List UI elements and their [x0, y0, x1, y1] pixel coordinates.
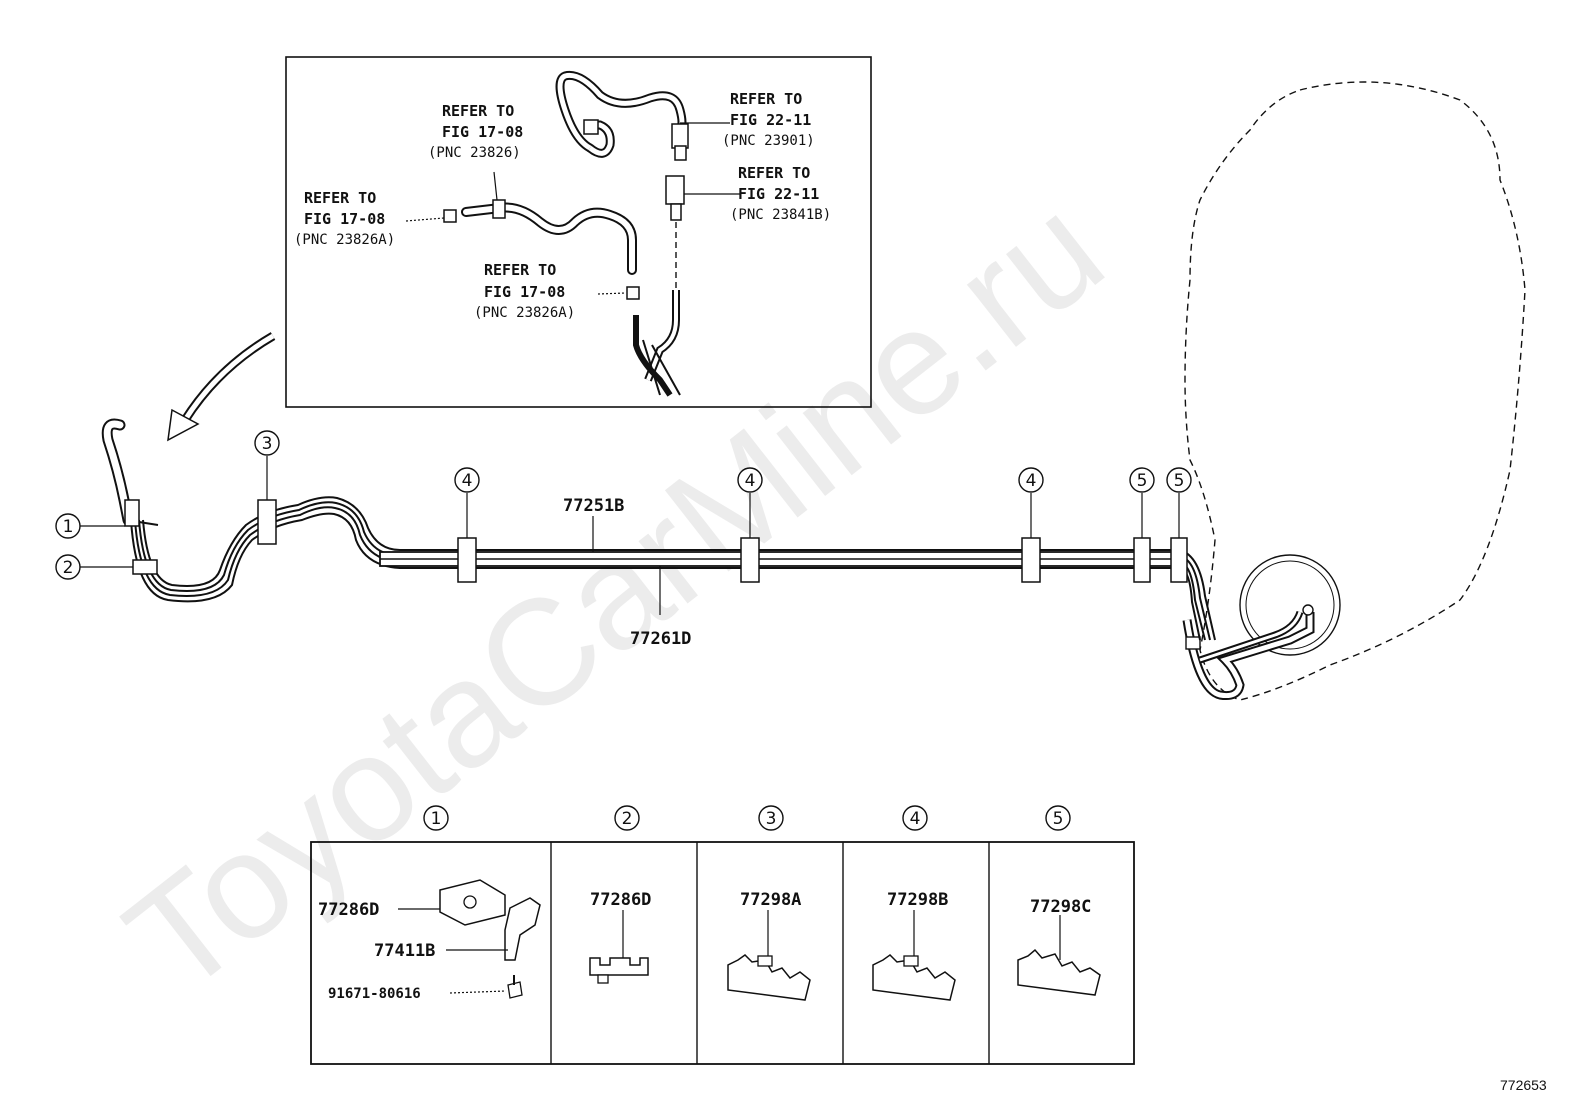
- svg-text:3: 3: [766, 809, 777, 829]
- part-77298a: 77298A: [740, 890, 801, 910]
- part-77286d-b: 77286D: [590, 890, 651, 910]
- callout-5b: 5: [1166, 467, 1192, 493]
- legend-table: 1 2 3 4 5 77286D 77411B 91671-80616: [310, 805, 1135, 1065]
- callout-1: 1: [55, 513, 81, 539]
- part-77286d-a: 77286D: [318, 900, 379, 920]
- ref-23826a-left-line3: (PNC 23826A): [294, 232, 395, 248]
- legend-cell-4: 77298B: [872, 890, 956, 1001]
- ref-23826a-bottom-line2: FIG 17-08: [484, 283, 565, 301]
- callout-2: 2: [55, 554, 81, 580]
- svg-text:3: 3: [262, 434, 273, 454]
- legend-header-2: 2: [614, 805, 640, 831]
- ref-23901-line1: REFER TO: [730, 90, 802, 108]
- callout-5a: 5: [1129, 467, 1155, 493]
- legend-header-4: 4: [902, 805, 928, 831]
- part-91671-80616: 91671-80616: [328, 986, 421, 1002]
- pipe-label-77261d: 77261D: [630, 629, 691, 649]
- ref-23826a-left-line2: FIG 17-08: [304, 210, 385, 228]
- legend-cell-1: 77286D 77411B 91671-80616: [318, 879, 541, 1002]
- figure-code: 772653: [1500, 1077, 1547, 1093]
- fuel-tank-outline: [1184, 81, 1526, 701]
- callout-4c: 4: [1018, 467, 1044, 493]
- legend-cell-5: 77298C: [1017, 897, 1101, 996]
- ref-23826a-bottom-line1: REFER TO: [484, 261, 556, 279]
- ref-23826a-left-line1: REFER TO: [304, 189, 376, 207]
- svg-text:2: 2: [622, 809, 633, 829]
- callout-4a: 4: [454, 467, 480, 493]
- fuel-pump-assembly: [1182, 554, 1341, 700]
- svg-text:4: 4: [745, 471, 756, 491]
- legend-cell-3: 77298A: [727, 890, 811, 1001]
- ref-23826-line2: FIG 17-08: [442, 123, 523, 141]
- callout-4b: 4: [737, 467, 763, 493]
- svg-text:1: 1: [63, 517, 74, 537]
- main-fuel-pipe: [80, 418, 1216, 641]
- ref-23826-line3: (PNC 23826): [428, 145, 521, 161]
- ref-23901-line2: FIG 22-11: [730, 111, 811, 129]
- ref-23901-line3: (PNC 23901): [722, 133, 815, 149]
- legend-header-1: 1: [423, 805, 449, 831]
- pipe-label-77251b: 77251B: [563, 496, 624, 516]
- legend-header-3: 3: [758, 805, 784, 831]
- legend-header-5: 5: [1045, 805, 1071, 831]
- svg-text:4: 4: [910, 809, 921, 829]
- ref-23826-line1: REFER TO: [442, 102, 514, 120]
- detail-arrow-icon: [167, 332, 276, 442]
- svg-text:5: 5: [1137, 471, 1148, 491]
- svg-text:5: 5: [1053, 809, 1064, 829]
- ref-23841b-line2: FIG 22-11: [738, 185, 819, 203]
- ref-23841b-line3: (PNC 23841B): [730, 207, 831, 223]
- svg-text:1: 1: [431, 809, 442, 829]
- detail-inset: REFER TO FIG 17-08 (PNC 23826) REFER TO …: [285, 56, 872, 408]
- svg-text:4: 4: [462, 471, 473, 491]
- ref-23841b-line1: REFER TO: [738, 164, 810, 182]
- legend-cell-2: 77286D: [589, 890, 651, 984]
- svg-text:4: 4: [1026, 471, 1037, 491]
- part-77411b: 77411B: [374, 941, 435, 961]
- svg-text:5: 5: [1174, 471, 1185, 491]
- callout-3: 3: [254, 430, 280, 456]
- part-77298c: 77298C: [1030, 897, 1091, 917]
- ref-23826a-bottom-line3: (PNC 23826A): [474, 305, 575, 321]
- part-77298b: 77298B: [887, 890, 948, 910]
- svg-text:2: 2: [63, 558, 74, 578]
